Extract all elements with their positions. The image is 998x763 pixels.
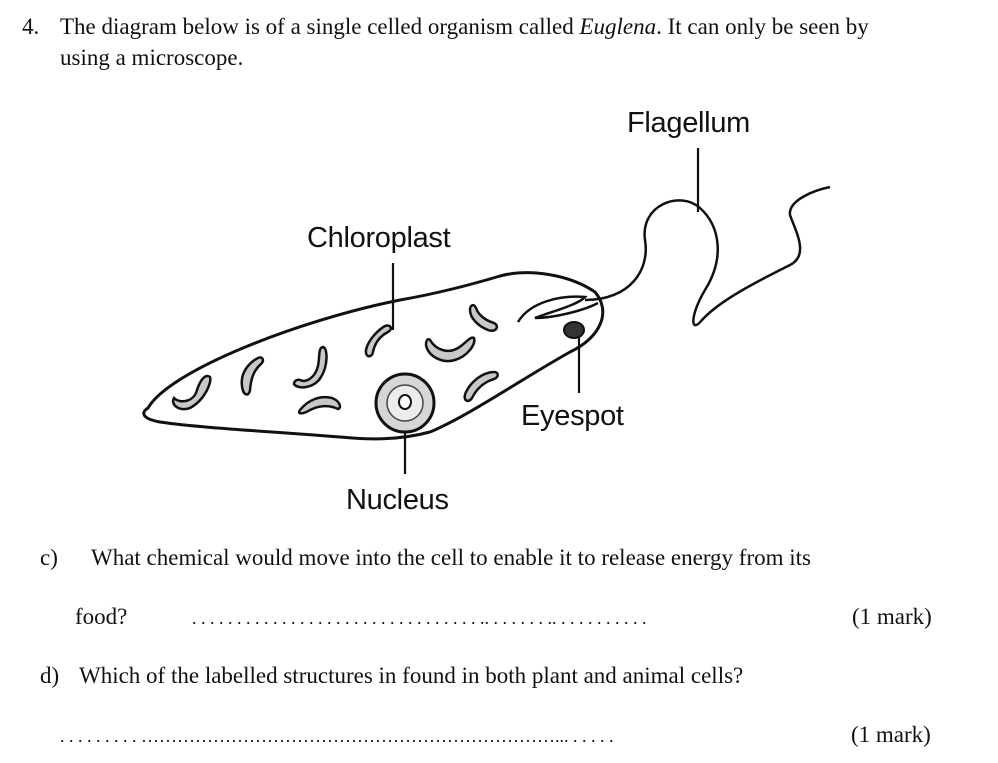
chloroplast (463, 370, 499, 403)
part-d-letter: d) (40, 663, 60, 688)
chloroplast (292, 345, 328, 389)
label-eyespot: Eyespot (521, 400, 624, 432)
chloroplast (424, 336, 476, 363)
part-c-question: What chemical would move into the cell t… (91, 545, 811, 570)
part-c-answer-line[interactable]: . . . . . . . . . . . . . . . . . . . . … (192, 608, 647, 628)
question-intro-line2: using a microscope. (60, 45, 244, 70)
chloroplast (468, 303, 499, 332)
part-d-answer-line[interactable]: . . . . . . . . . …………………………………………………………… (60, 726, 614, 746)
label-nucleus: Nucleus (346, 484, 449, 516)
nucleolus (398, 394, 412, 410)
chloroplast (171, 374, 212, 411)
eyespot (563, 321, 585, 339)
organism-name: Euglena (579, 14, 657, 39)
flagellum (584, 185, 831, 327)
part-c-question-line2: food? (75, 604, 128, 629)
part-d-marks: (1 mark) (851, 722, 931, 747)
chloroplast (297, 395, 342, 415)
part-d-question: Which of the labelled structures in foun… (79, 663, 744, 688)
question-intro-line1: The diagram below is of a single celled … (60, 14, 869, 40)
label-chloroplast: Chloroplast (307, 222, 451, 254)
reservoir (516, 295, 599, 323)
part-c-letter: c) (40, 545, 58, 570)
chloroplast (240, 356, 265, 396)
label-flagellum: Flagellum (627, 107, 751, 139)
intro-text-after: . It can only be seen by (656, 14, 869, 39)
question-number: 4. (22, 14, 40, 39)
part-c-marks: (1 mark) (852, 604, 932, 629)
chloroplast (364, 324, 393, 358)
intro-text-before: The diagram below is of a single celled … (60, 14, 580, 39)
